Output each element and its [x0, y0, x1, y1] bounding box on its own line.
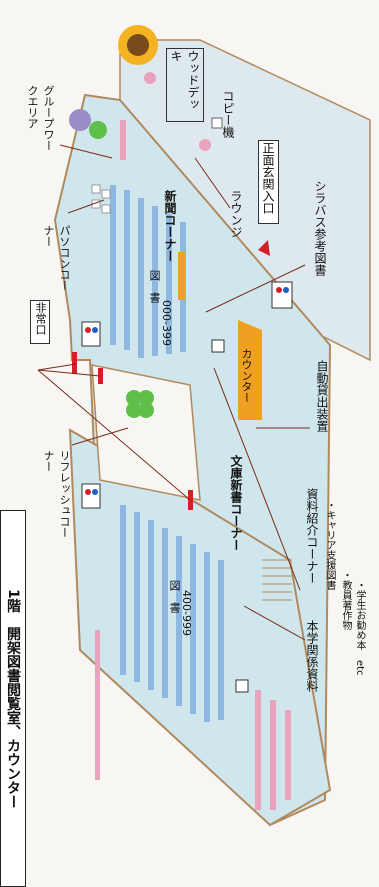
materials-item-2: ・教員著作物: [340, 570, 351, 630]
courtyard-gap: [91, 364, 201, 501]
newspaper-rack: [178, 252, 185, 300]
label-books-000-399: 図 書: [148, 270, 161, 303]
shelves-400-999: [120, 505, 224, 722]
label-lounge: ラウンジ: [229, 190, 243, 238]
sunflower-icon: [118, 25, 158, 65]
emergency-exit-marker-1: [72, 352, 77, 374]
label-university-materials: 本学関係資料: [305, 620, 319, 692]
copier-icon: [211, 117, 223, 129]
callout-line-materials: [213, 367, 301, 591]
label-group-work: グループワークエリア: [26, 85, 55, 151]
label-books-400-999: 図 書: [168, 580, 181, 613]
page-title: 1階 開架図書閲覧室、カウンター: [0, 510, 26, 887]
entrance-arrow-icon: [258, 240, 270, 256]
callout-line-university: [243, 605, 306, 641]
label-refresh-corner: リフレッシュコーナー: [42, 450, 71, 538]
callout-line-group-2: [194, 157, 231, 209]
callout-line-exit-2: [37, 369, 101, 377]
counter-desk: [238, 320, 262, 420]
stairs: [262, 559, 292, 601]
callout-line-refresh: [71, 427, 129, 446]
materials-item-3: ・学生お勧め本 etc: [354, 580, 365, 676]
label-materials-intro: 資料紹介コーナー: [305, 488, 319, 584]
callout-line-group: [59, 144, 113, 159]
label-syllabus: シラバス参考図書: [313, 180, 327, 276]
callout-line-exit-3: [37, 369, 191, 501]
emergency-exit-marker-2: [98, 368, 103, 384]
group-work-plant-icon: [69, 109, 91, 131]
label-self-checkout: 自動貸出装置: [315, 360, 329, 432]
materials-display-icon: [235, 679, 249, 693]
deck-plant-icon: [144, 72, 156, 84]
deck-plant-icon-2: [199, 139, 211, 151]
self-checkout-icon: [211, 339, 225, 353]
restroom-icon-3: [81, 321, 101, 347]
label-counter: カウンター: [240, 348, 253, 403]
callout-line-exit-1: [37, 363, 77, 371]
emergency-exit-marker-3: [188, 490, 193, 510]
label-copier: コピー機: [221, 90, 235, 138]
label-emergency-exit: 非常口: [30, 300, 50, 344]
label-main-entrance: 正面玄関入口: [258, 140, 279, 224]
label-range-400-999: 400-999: [180, 590, 193, 636]
pink-shelves: [95, 120, 291, 810]
callout-line-syllabus: [205, 264, 306, 313]
label-new-books: 文庫新書コーナー: [229, 455, 243, 551]
materials-item-1: ・キャリア支援図書: [324, 500, 335, 590]
label-newspaper: 新聞コーナー: [163, 190, 177, 262]
group-work-leaf-icon: [89, 121, 107, 139]
restroom-icon-2: [81, 483, 101, 509]
label-pc-corner: パソコンコーナー: [42, 225, 71, 291]
clover-icon: [126, 390, 154, 418]
label-range-000-399: 000-399: [160, 300, 173, 346]
callout-line-pc: [67, 199, 105, 214]
label-wood-deck: ウッドデッキ: [166, 48, 204, 122]
restroom-icon-1: [271, 281, 293, 309]
